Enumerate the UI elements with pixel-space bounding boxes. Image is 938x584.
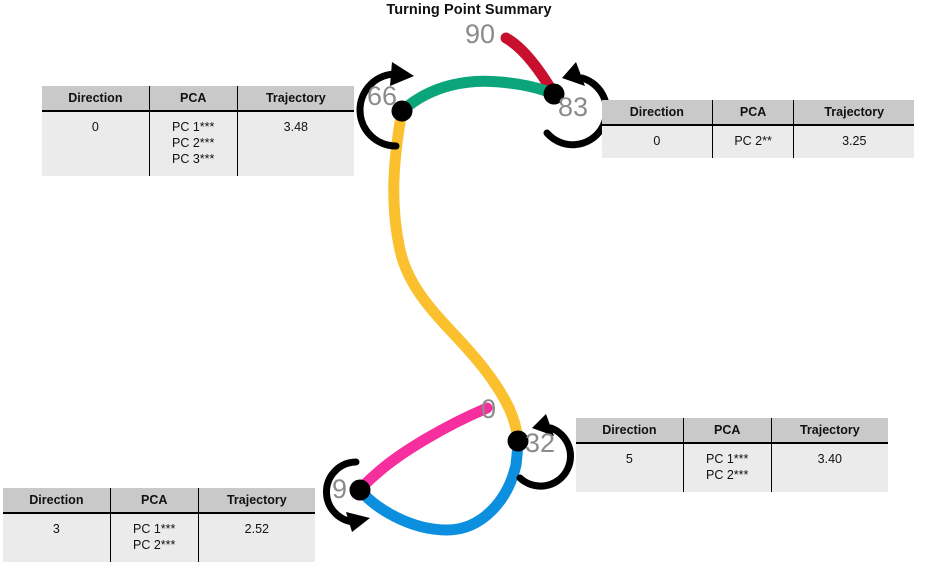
cell-pca: PC 1*** PC 2*** (110, 513, 199, 562)
table-header-row: Direction PCA Trajectory (576, 418, 888, 444)
summary-table-top-left: Direction PCA Trajectory 0 PC 1*** PC 2*… (42, 86, 354, 176)
column-header-pca: PCA (683, 418, 772, 444)
cell-trajectory: 3.40 (771, 443, 888, 492)
column-header-pca: PCA (149, 86, 238, 112)
table-row: 3 PC 1*** PC 2*** 2.52 (3, 513, 315, 562)
endpoint-label-90: 90 (465, 19, 496, 49)
column-header-trajectory: Trajectory (198, 488, 315, 514)
summary-table-bottom-right: Direction PCA Trajectory 5 PC 1*** PC 2*… (576, 418, 888, 492)
column-header-pca: PCA (110, 488, 199, 514)
column-header-direction: Direction (602, 100, 713, 126)
cell-trajectory: 3.48 (237, 111, 354, 176)
cell-pca: PC 2** (712, 125, 795, 158)
green-segment (396, 75, 560, 117)
column-header-trajectory: Trajectory (793, 100, 914, 126)
cell-pca: PC 1*** PC 2*** PC 3*** (149, 111, 238, 176)
cell-direction: 0 (602, 125, 713, 158)
column-header-direction: Direction (576, 418, 684, 444)
node-label-9: 9 (332, 474, 348, 504)
cell-direction: 5 (576, 443, 684, 492)
cell-trajectory: 2.52 (198, 513, 315, 562)
red-segment (500, 32, 560, 100)
table-row: 0 PC 2** 3.25 (602, 125, 914, 158)
cell-pca: PC 1*** PC 2*** (683, 443, 772, 492)
summary-table-bottom-left: Direction PCA Trajectory 3 PC 1*** PC 2*… (3, 488, 315, 562)
table-row: 5 PC 1*** PC 2*** 3.40 (576, 443, 888, 492)
node-label-66: 66 (367, 81, 398, 111)
node-label-32: 32 (525, 428, 556, 458)
yellow-segment (388, 105, 524, 447)
node-9 (349, 479, 371, 501)
table-row: 0 PC 1*** PC 2*** PC 3*** 3.48 (42, 111, 354, 176)
node-label-83: 83 (558, 92, 589, 122)
cell-direction: 3 (3, 513, 111, 562)
cell-trajectory: 3.25 (793, 125, 914, 158)
endpoint-label-0: 0 (481, 394, 497, 424)
table-header-row: Direction PCA Trajectory (3, 488, 315, 514)
table-header-row: Direction PCA Trajectory (42, 86, 354, 112)
blue-segment (354, 435, 524, 536)
pink-segment (354, 402, 493, 496)
page-title: Turning Point Summary (386, 2, 552, 18)
summary-table-top-right: Direction PCA Trajectory 0 PC 2** 3.25 (602, 100, 914, 158)
cell-direction: 0 (42, 111, 150, 176)
table-header-row: Direction PCA Trajectory (602, 100, 914, 126)
column-header-direction: Direction (3, 488, 111, 514)
column-header-trajectory: Trajectory (237, 86, 354, 112)
column-header-trajectory: Trajectory (771, 418, 888, 444)
column-header-pca: PCA (712, 100, 795, 126)
column-header-direction: Direction (42, 86, 150, 112)
